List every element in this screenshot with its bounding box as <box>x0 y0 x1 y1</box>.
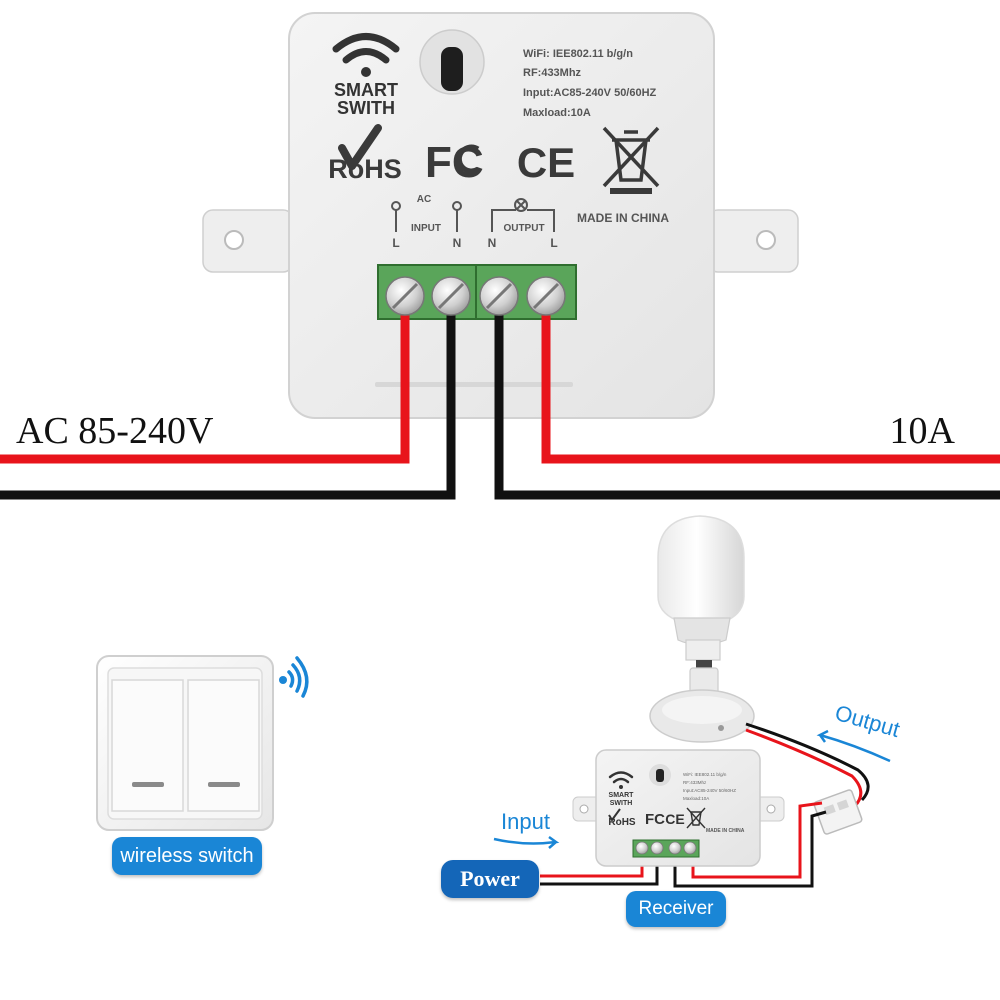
wifi-icon <box>332 33 400 77</box>
input-arrow-icon <box>493 835 560 849</box>
wireless-switch-label: wireless switch <box>112 837 262 875</box>
brand-line-2: SWITH <box>337 98 395 118</box>
input-label: Input <box>501 809 550 834</box>
output-label: Output <box>832 700 902 742</box>
main-switch-module: SMART SWITH WiFi: IEE802.11 b/g/n RF:433… <box>202 12 799 419</box>
input-terminal-label: INPUT <box>411 223 441 234</box>
small-ce-mark: CE <box>665 811 684 827</box>
ac-label: AC <box>417 194 431 205</box>
terminal-screw-l-out <box>526 276 566 316</box>
output-red-wire <box>691 801 823 879</box>
small-rohs-mark: RoHS <box>608 817 636 828</box>
red-wire-output <box>541 300 1000 464</box>
receiver-label: Receiver <box>626 891 726 927</box>
terminal-label-n-out: N <box>488 236 497 250</box>
voltage-label: AC 85-240V <box>16 410 214 452</box>
black-wire-input <box>0 300 456 500</box>
terminal-screws <box>385 276 566 316</box>
switch-button-right[interactable] <box>187 679 260 812</box>
spec-rf: RF:433Mhz <box>523 67 582 79</box>
terminal-label-n-in: N <box>453 236 462 250</box>
pairing-button[interactable] <box>419 29 485 95</box>
ce-mark: CE <box>517 139 575 186</box>
terminal-screw-n-out <box>479 276 519 316</box>
load-label: 10A <box>890 410 956 452</box>
small-terminal-block <box>632 839 700 858</box>
wireless-signal-icon <box>279 656 309 698</box>
small-spec-input: Input:AC85-240V 50/60HZ <box>683 788 736 793</box>
mounting-ear-right <box>707 209 799 273</box>
power-label: Power <box>441 860 539 898</box>
wires <box>0 300 1000 500</box>
output-black-wire <box>673 810 827 888</box>
fcc-mark: FC <box>425 138 484 187</box>
light-bulb-lamp <box>649 515 755 743</box>
wireless-wall-switch <box>96 655 274 831</box>
output-terminal-label: OUTPUT <box>503 223 544 234</box>
small-spec-maxload: Maxload:10A <box>683 796 709 801</box>
spec-wifi: WiFi: IEE802.11 b/g/n <box>523 48 633 60</box>
terminal-screw-l-in <box>385 276 425 316</box>
brand-line-1: SMART <box>334 80 398 100</box>
small-brand-line-2: SWITH <box>610 800 633 807</box>
wire-connector <box>813 789 863 835</box>
small-made-in-label: MADE IN CHINA <box>706 828 745 834</box>
output-bracket <box>491 198 555 232</box>
terminal-screw-n-in <box>431 276 471 316</box>
small-spec-rf: RF:433Mhz <box>683 780 707 785</box>
small-fcc-mark: FC <box>645 811 665 828</box>
switch-button-left[interactable] <box>111 679 184 812</box>
red-wire-input <box>0 300 410 464</box>
small-spec-wifi: WiFi: IEE802.11 b/g/n <box>683 772 727 777</box>
lamp-lead-wires <box>745 722 870 808</box>
small-brand-line-1: SMART <box>609 792 635 799</box>
spec-maxload: Maxload:10A <box>523 107 591 119</box>
checkmark-icon <box>338 124 382 170</box>
rohs-mark: RoHS <box>328 154 402 184</box>
mounting-ear-left <box>202 209 294 273</box>
input-bracket <box>391 201 462 232</box>
diagram-wires <box>540 801 827 888</box>
black-wire-output <box>494 300 1000 500</box>
spec-input: Input:AC85-240V 50/60HZ <box>523 87 657 99</box>
terminal-label-l-in: L <box>392 236 399 250</box>
made-in-label: MADE IN CHINA <box>577 211 669 225</box>
terminal-label-l-out: L <box>550 236 557 250</box>
output-arrow-icon <box>816 729 891 763</box>
weee-bin-icon <box>602 126 660 194</box>
receiver-module: SMART SWITH WiFi: IEE802.11 b/g/n RF:433… <box>572 749 785 867</box>
